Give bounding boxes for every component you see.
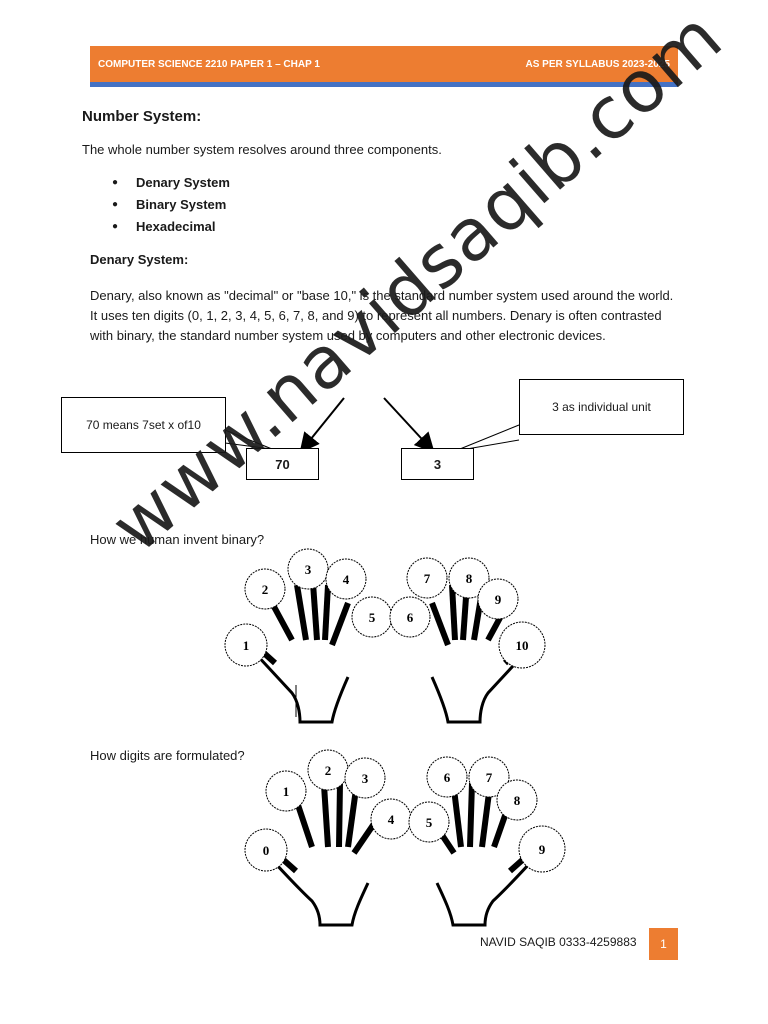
finger-circle-icon: 7 [406, 557, 448, 599]
right-hand-icon [430, 651, 527, 724]
finger-label: 4 [388, 812, 395, 827]
finger-circle-icon: 3 [287, 548, 329, 590]
finger-label: 3 [305, 562, 312, 577]
finger-label: 4 [343, 572, 350, 587]
finger-label: 5 [426, 815, 433, 830]
page-number-badge: 1 [649, 928, 678, 960]
finger-circle-icon: 2 [244, 568, 286, 610]
finger-circle-icon: 9 [518, 825, 566, 873]
finger-label: 7 [486, 770, 493, 785]
value-box-70: 70 [246, 448, 319, 480]
finger-label: 7 [424, 571, 431, 586]
finger-circle-icon: 4 [325, 558, 367, 600]
footer-author: NAVID SAQIB 0333-4259883 [480, 935, 637, 949]
left-callout: 70 means 7set x of10 [61, 397, 226, 453]
finger-label: 2 [262, 582, 269, 597]
finger-circle-icon: 9 [477, 578, 519, 620]
left-hand-icon [253, 651, 350, 724]
finger-circle-icon: 0 [244, 828, 288, 872]
finger-label: 9 [495, 592, 502, 607]
figure2-caption: How digits are formulated? [90, 748, 245, 763]
finger-label: 8 [466, 571, 473, 586]
list-item: Denary System [112, 172, 230, 194]
finger-circle-icon: 5 [351, 596, 393, 638]
hands-figure-1: 1 2 3 4 5 6 7 8 9 10 [224, 548, 546, 724]
section-title: Number System: [82, 108, 202, 125]
finger-circle-icon: 6 [426, 756, 468, 798]
finger-circle-icon: 7 [468, 756, 510, 798]
finger-label: 6 [444, 770, 451, 785]
header-left-text: COMPUTER SCIENCE 2210 PAPER 1 – CHAP 1 [98, 58, 320, 70]
finger-circle-icon: 4 [370, 798, 412, 840]
finger-circle-icon: 1 [265, 770, 307, 812]
finger-label: 3 [362, 771, 369, 786]
right-hand-icon [435, 861, 532, 927]
value-box-3: 3 [401, 448, 474, 480]
finger-label: 9 [539, 842, 546, 857]
finger-label: 1 [283, 784, 290, 799]
intro-text: The whole number system resolves around … [82, 142, 442, 157]
finger-circle-icon: 10 [498, 621, 546, 669]
denary-diagram-lines [224, 397, 520, 454]
finger-circle-icon: 5 [408, 801, 450, 843]
left-hand-icon [273, 861, 370, 927]
finger-circle-icon: 8 [448, 557, 490, 599]
right-callout: 3 as individual unit [519, 379, 684, 435]
header-rule [90, 82, 678, 87]
finger-circle-icon: 1 [224, 623, 268, 667]
header-bar: COMPUTER SCIENCE 2210 PAPER 1 – CHAP 1 A… [90, 46, 678, 82]
finger-label: 10 [516, 638, 529, 653]
finger-label: 1 [243, 638, 250, 653]
header-right-text: AS PER SYLLABUS 2023-2025 [525, 58, 670, 70]
finger-circle-icon: 6 [389, 596, 431, 638]
finger-circle-icon: 8 [496, 779, 538, 821]
finger-circle-icon: 2 [307, 749, 349, 791]
hands-figure-2: 0 1 2 3 4 5 6 7 8 9 [244, 749, 566, 927]
finger-label: 0 [263, 843, 270, 858]
components-list: Denary System Binary System Hexadecimal [112, 172, 230, 238]
list-item: Hexadecimal [112, 216, 230, 238]
finger-label: 8 [514, 793, 521, 808]
figure1-caption: How we human invent binary? [90, 532, 265, 547]
finger-circle-icon: 3 [344, 757, 386, 799]
denary-title: Denary System: [90, 252, 189, 267]
finger-label: 2 [325, 763, 332, 778]
finger-label: 5 [369, 610, 376, 625]
list-item: Binary System [112, 194, 230, 216]
arrow-to-3 [383, 397, 435, 453]
denary-body: Denary, also known as "decimal" or "base… [90, 288, 674, 343]
arrow-to-70 [299, 397, 345, 454]
finger-label: 6 [407, 610, 414, 625]
